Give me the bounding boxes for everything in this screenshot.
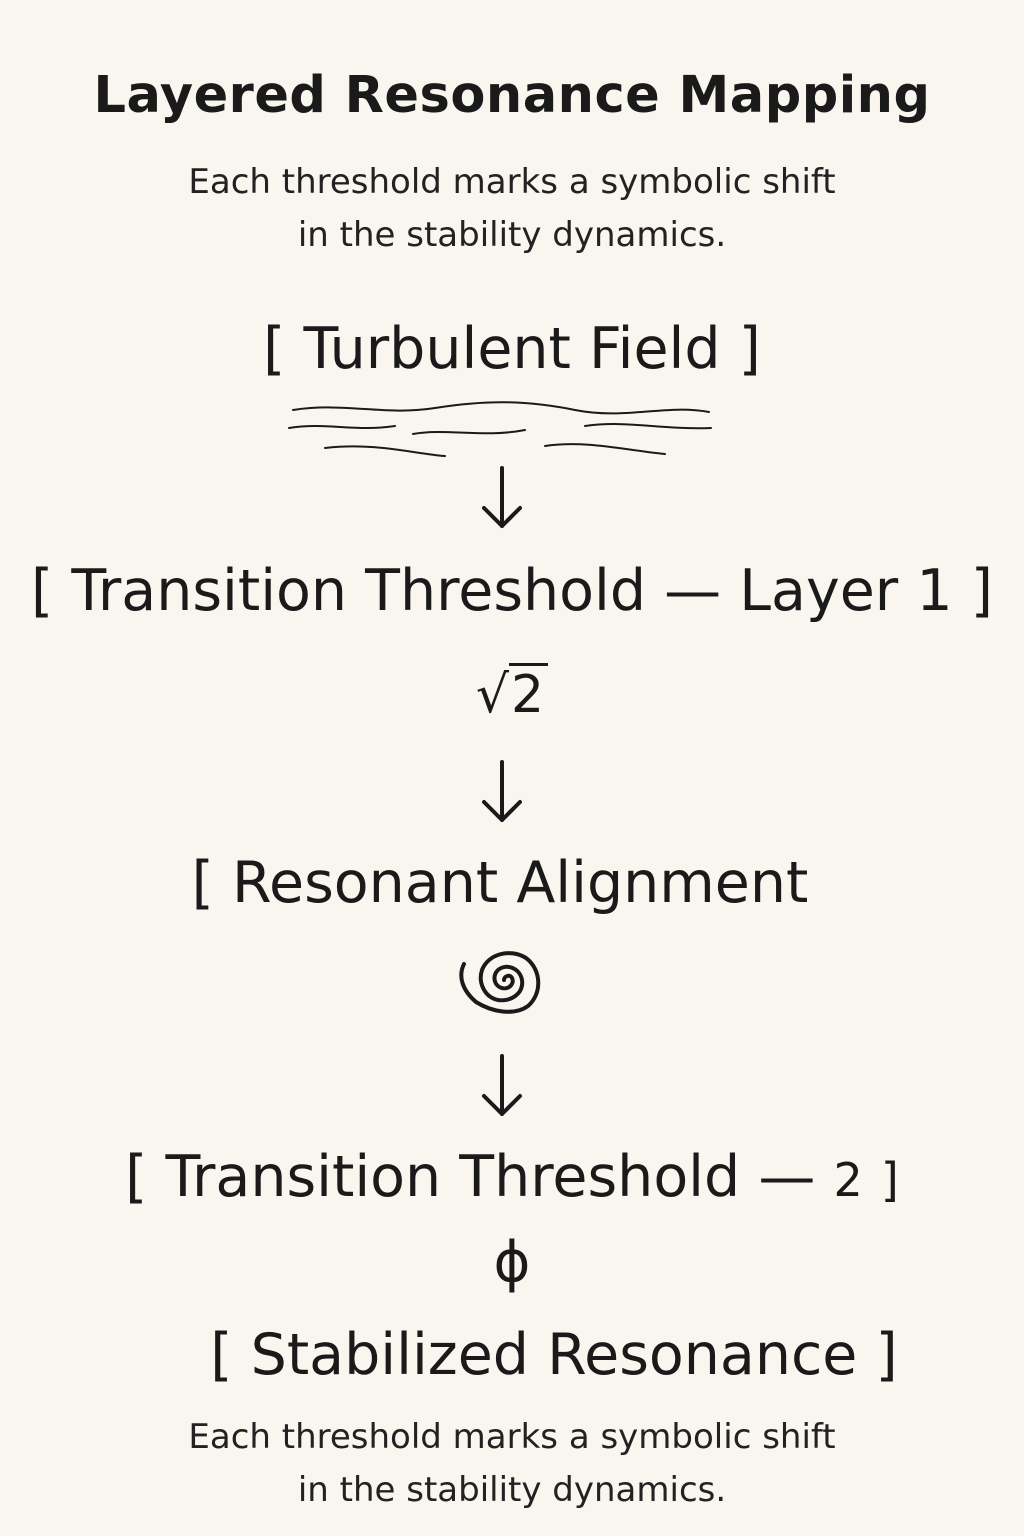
stage-transition-threshold-layer-1: [ Transition Threshold — Layer 1 ] (31, 558, 993, 624)
stage-4-close-bracket: ] (880, 1153, 899, 1207)
down-arrow-icon (482, 760, 522, 822)
subtitle-bottom: Each threshold marks a symbolic shift in… (0, 1411, 1024, 1517)
stage-resonant-alignment: [ Resonant Alignment (191, 850, 809, 916)
stage-stabilized-resonance: [ Stabilized Resonance ] (210, 1322, 898, 1388)
diagram-title: Layered Resonance Mapping (93, 66, 931, 125)
down-arrow-icon (482, 1054, 522, 1116)
phi-symbol: ϕ (493, 1230, 531, 1295)
spiral-icon (459, 951, 541, 1014)
sqrt-two-symbol: √2 (0, 660, 1024, 730)
stage-4-number: 2 (833, 1153, 863, 1207)
subtitle-top-line1: Each threshold marks a symbolic shift (188, 162, 836, 202)
sqrt-sign: √ (475, 665, 510, 725)
subtitle-top-line2: in the stability dynamics. (297, 215, 727, 255)
stage-turbulent-field: [ Turbulent Field ] (263, 316, 761, 382)
down-arrow-icon (482, 466, 522, 528)
stage-transition-threshold-2: [ Transition Threshold — 2 ] (0, 1144, 1024, 1213)
sqrt-radicand: 2 (509, 663, 549, 724)
subtitle-bottom-line2: in the stability dynamics. (297, 1470, 727, 1510)
turbulence-waves-icon (288, 401, 712, 457)
subtitle-top: Each threshold marks a symbolic shift in… (0, 156, 1024, 262)
stage-4-label: [ Transition Threshold — (125, 1144, 816, 1210)
subtitle-bottom-line1: Each threshold marks a symbolic shift (188, 1417, 836, 1457)
